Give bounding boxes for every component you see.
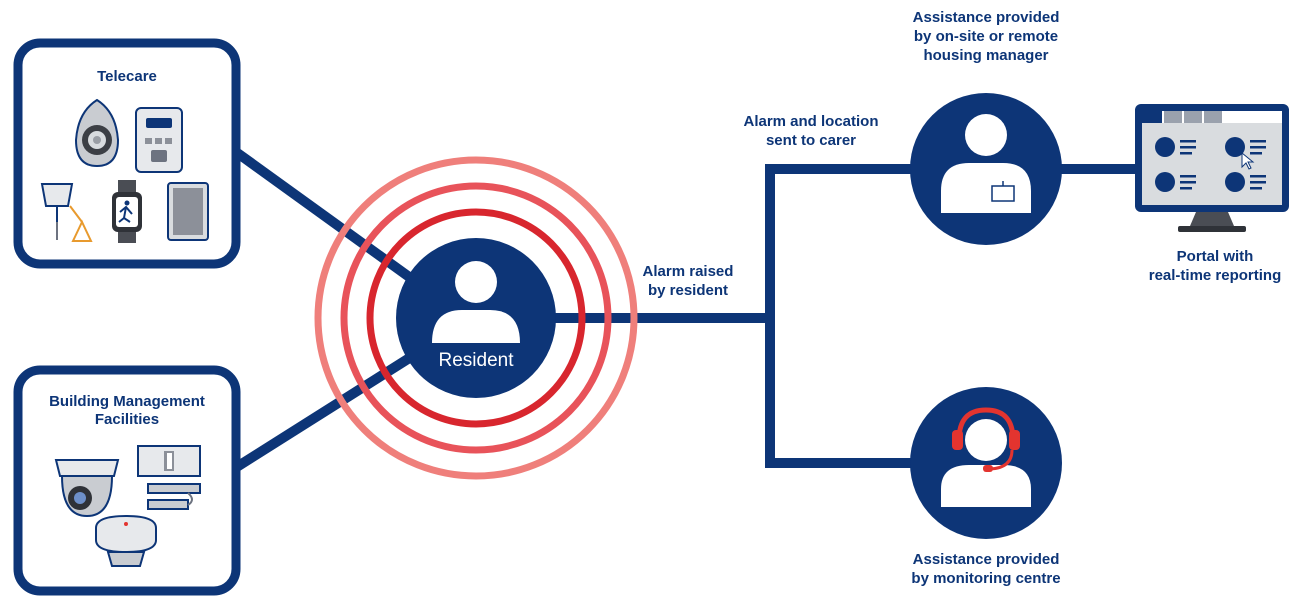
portal-line1: Portal with [1176, 248, 1254, 265]
alarm-raised-line1: Alarm raised [642, 263, 734, 280]
building-connector [229, 340, 433, 475]
building-title-line1: Building Management [49, 393, 205, 410]
housing-manager-node [910, 93, 1062, 245]
resident-head-icon [455, 261, 497, 303]
alarm-ring-outer [314, 156, 638, 480]
pendant-alarm-icon [74, 98, 120, 168]
resident-label: Resident [438, 350, 514, 371]
telecare-box [13, 38, 241, 269]
hub-to-monitoring-line [765, 318, 912, 468]
resident-body-icon [432, 310, 520, 343]
alarm-ring-inner [366, 208, 586, 428]
portal-monitor-icon [1135, 104, 1289, 232]
housing-manager-line1: Assistance provided [912, 9, 1060, 26]
monitoring-centre-line2: by monitoring centre [911, 570, 1061, 587]
pull-cord-icon [40, 183, 93, 242]
housing-manager-line3: housing manager [923, 47, 1049, 64]
alarm-raised-line2: by resident [647, 282, 729, 299]
operator-head-icon [965, 419, 1007, 461]
manager-head-icon [965, 114, 1007, 156]
telecare-title: Telecare [97, 68, 157, 85]
security-camera-icon [54, 459, 120, 518]
monitoring-centre-node [910, 387, 1062, 539]
headset-icon [952, 407, 1020, 472]
alarm-sent-line2: sent to carer [765, 132, 857, 149]
housing-manager-label: Assistance provided by on-site or remote… [881, 8, 1091, 65]
sensor-panel-icon [167, 182, 209, 241]
operator-body-icon [941, 465, 1031, 507]
building-box [13, 365, 241, 596]
building-title-line2: Facilities [94, 411, 160, 428]
portal-line2: real-time reporting [1148, 267, 1282, 284]
portal-label: Portal with real-time reporting [1132, 247, 1298, 285]
door-access-icon [137, 445, 201, 510]
hub-to-manager-line [765, 164, 912, 318]
resident-node [396, 238, 556, 398]
building-frame [13, 365, 241, 596]
telecare-connector [233, 147, 433, 297]
manager-body-icon [941, 163, 1031, 213]
monitoring-centre-label: Assistance provided by monitoring centre [881, 550, 1091, 588]
monitoring-centre-line1: Assistance provided [912, 551, 1060, 568]
alarm-ring-middle [340, 182, 612, 454]
home-unit-icon [135, 107, 183, 173]
smoke-detector-icon [95, 514, 157, 567]
alarm-raised-label: Alarm raised by resident [623, 262, 753, 300]
connector-lines [229, 147, 1140, 475]
alarm-sent-label: Alarm and location sent to carer [716, 112, 906, 150]
housing-manager-line2: by on-site or remote [913, 28, 1059, 45]
alarm-rings [314, 156, 638, 480]
fall-detector-watch-icon [112, 180, 142, 243]
alarm-sent-line1: Alarm and location [743, 113, 879, 130]
building-title: Building Management Facilities [18, 393, 236, 429]
id-badge-icon [991, 185, 1015, 202]
cursor-icon [1241, 151, 1255, 170]
